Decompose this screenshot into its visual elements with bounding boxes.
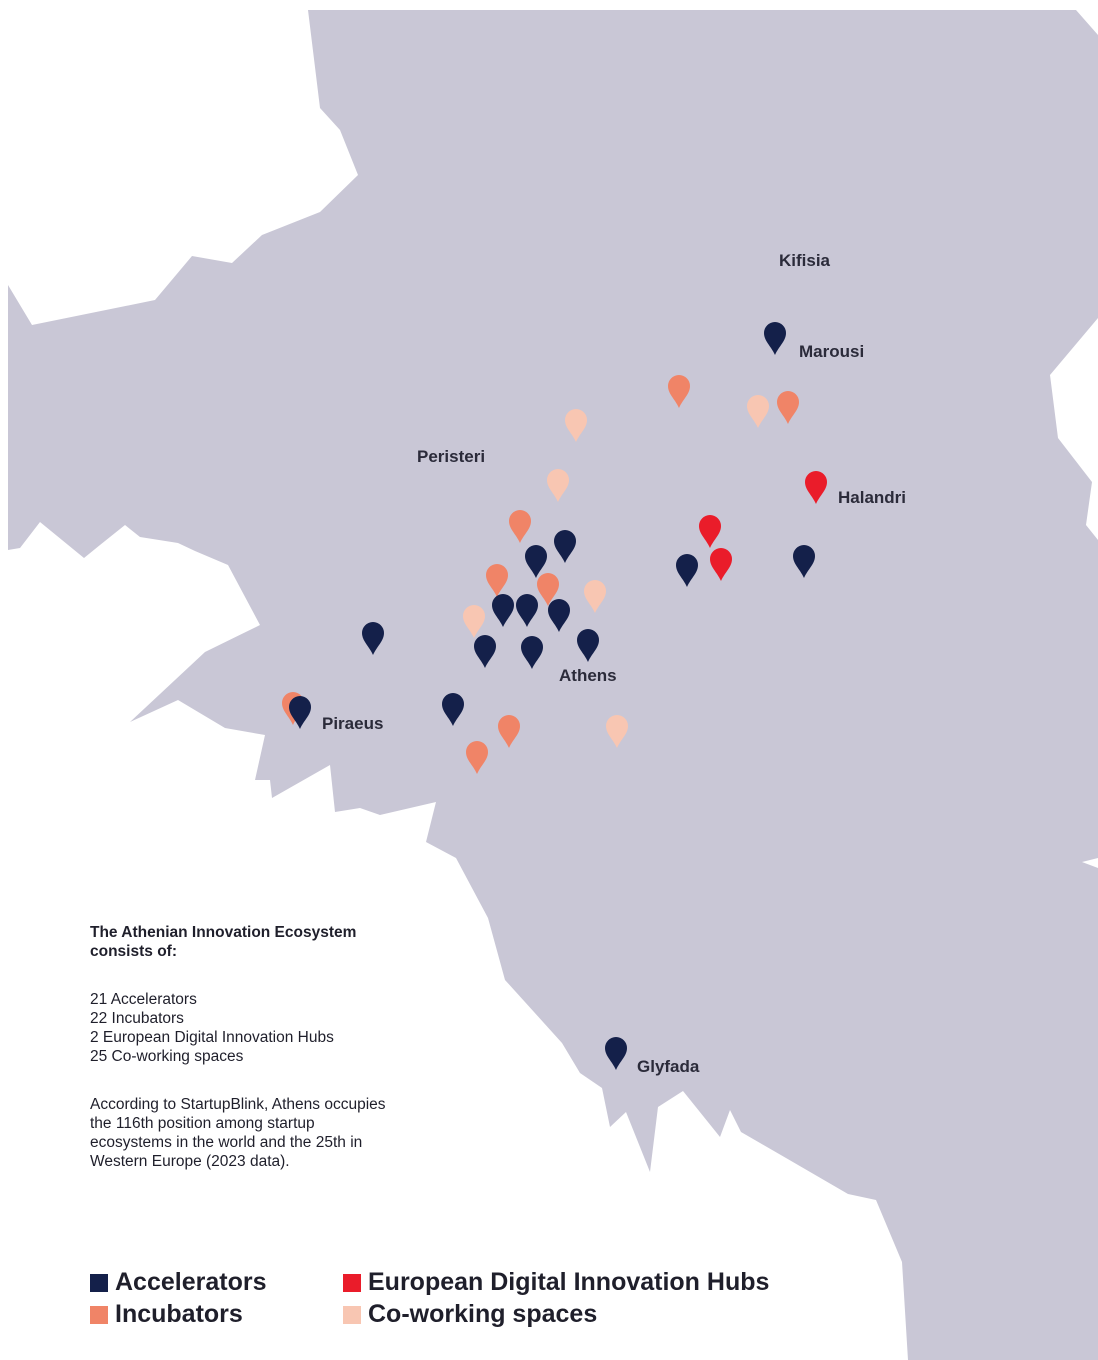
marker-coworking-map-pin-icon[interactable] <box>565 409 587 442</box>
legend-item-accelerators: Accelerators <box>90 1268 266 1297</box>
legend-swatch <box>90 1273 108 1292</box>
marker-incubators-map-pin-icon[interactable] <box>509 510 531 543</box>
info-heading: The Athenian Innovation Ecosystem consis… <box>90 924 357 960</box>
marker-accelerators-map-pin-icon[interactable] <box>577 629 599 662</box>
stat-hubs: 2 European Digital Innovation Hubs <box>90 1029 334 1046</box>
place-labels: Kifisia Marousi Peristeri Halandri Athen… <box>322 251 906 1076</box>
legend-swatch <box>343 1273 361 1292</box>
marker-accelerators-map-pin-icon[interactable] <box>521 636 543 669</box>
legend-swatch <box>90 1305 108 1324</box>
legend-item-incubators: Incubators <box>90 1300 243 1329</box>
marker-incubators-map-pin-icon[interactable] <box>466 741 488 774</box>
marker-accelerators-map-pin-icon[interactable] <box>492 594 514 627</box>
legend-label: Co-working spaces <box>368 1300 598 1328</box>
marker-coworking-map-pin-icon[interactable] <box>747 395 769 428</box>
marker-accelerators-map-pin-icon[interactable] <box>605 1037 627 1070</box>
markers-layer <box>282 322 827 1070</box>
marker-hubs-map-pin-icon[interactable] <box>699 515 721 548</box>
marker-hubs-map-pin-icon[interactable] <box>710 548 732 581</box>
marker-accelerators-map-pin-icon[interactable] <box>554 530 576 563</box>
marker-coworking-map-pin-icon[interactable] <box>584 580 606 613</box>
marker-incubators-map-pin-icon[interactable] <box>668 375 690 408</box>
marker-accelerators-map-pin-icon[interactable] <box>442 693 464 726</box>
place-label-halandri: Halandri <box>838 488 906 507</box>
marker-accelerators-map-pin-icon[interactable] <box>289 696 311 729</box>
place-label-peristeri: Peristeri <box>417 447 485 466</box>
marker-accelerators-map-pin-icon[interactable] <box>793 545 815 578</box>
stat-incubators: 22 Incubators <box>90 1010 184 1027</box>
legend: Accelerators European Digital Innovation… <box>90 1268 850 1332</box>
marker-accelerators-map-pin-icon[interactable] <box>548 599 570 632</box>
marker-incubators-map-pin-icon[interactable] <box>777 391 799 424</box>
info-stats: 21 Accelerators 22 Incubators 2 European… <box>90 990 390 1066</box>
marker-coworking-map-pin-icon[interactable] <box>463 605 485 638</box>
legend-swatch <box>343 1305 361 1324</box>
marker-accelerators-map-pin-icon[interactable] <box>525 545 547 578</box>
marker-coworking-map-pin-icon[interactable] <box>547 469 569 502</box>
place-label-piraeus: Piraeus <box>322 714 383 733</box>
marker-accelerators-map-pin-icon[interactable] <box>474 635 496 668</box>
stat-coworking: 25 Co-working spaces <box>90 1048 244 1065</box>
place-label-glyfada: Glyfada <box>637 1057 700 1076</box>
info-note: According to StartupBlink, Athens occupi… <box>90 1096 386 1170</box>
marker-accelerators-map-pin-icon[interactable] <box>362 622 384 655</box>
marker-coworking-map-pin-icon[interactable] <box>606 715 628 748</box>
place-label-kifisia: Kifisia <box>779 251 831 270</box>
marker-accelerators-map-pin-icon[interactable] <box>764 322 786 355</box>
land-mainland <box>8 10 1098 1360</box>
marker-incubators-map-pin-icon[interactable] <box>498 715 520 748</box>
land-layer <box>8 10 1098 1360</box>
stat-accelerators: 21 Accelerators <box>90 991 197 1008</box>
info-panel: The Athenian Innovation Ecosystem consis… <box>90 923 390 1171</box>
marker-incubators-map-pin-icon[interactable] <box>537 573 559 606</box>
legend-label: European Digital Innovation Hubs <box>368 1268 770 1296</box>
place-label-athens: Athens <box>559 666 617 685</box>
marker-accelerators-map-pin-icon[interactable] <box>516 594 538 627</box>
legend-item-hubs: European Digital Innovation Hubs <box>343 1268 769 1297</box>
legend-label: Accelerators <box>115 1268 267 1296</box>
legend-item-coworking: Co-working spaces <box>343 1300 597 1329</box>
place-label-marousi: Marousi <box>799 342 864 361</box>
marker-incubators-map-pin-icon[interactable] <box>486 564 508 597</box>
marker-accelerators-map-pin-icon[interactable] <box>676 554 698 587</box>
legend-label: Incubators <box>115 1300 243 1328</box>
marker-hubs-map-pin-icon[interactable] <box>805 471 827 504</box>
